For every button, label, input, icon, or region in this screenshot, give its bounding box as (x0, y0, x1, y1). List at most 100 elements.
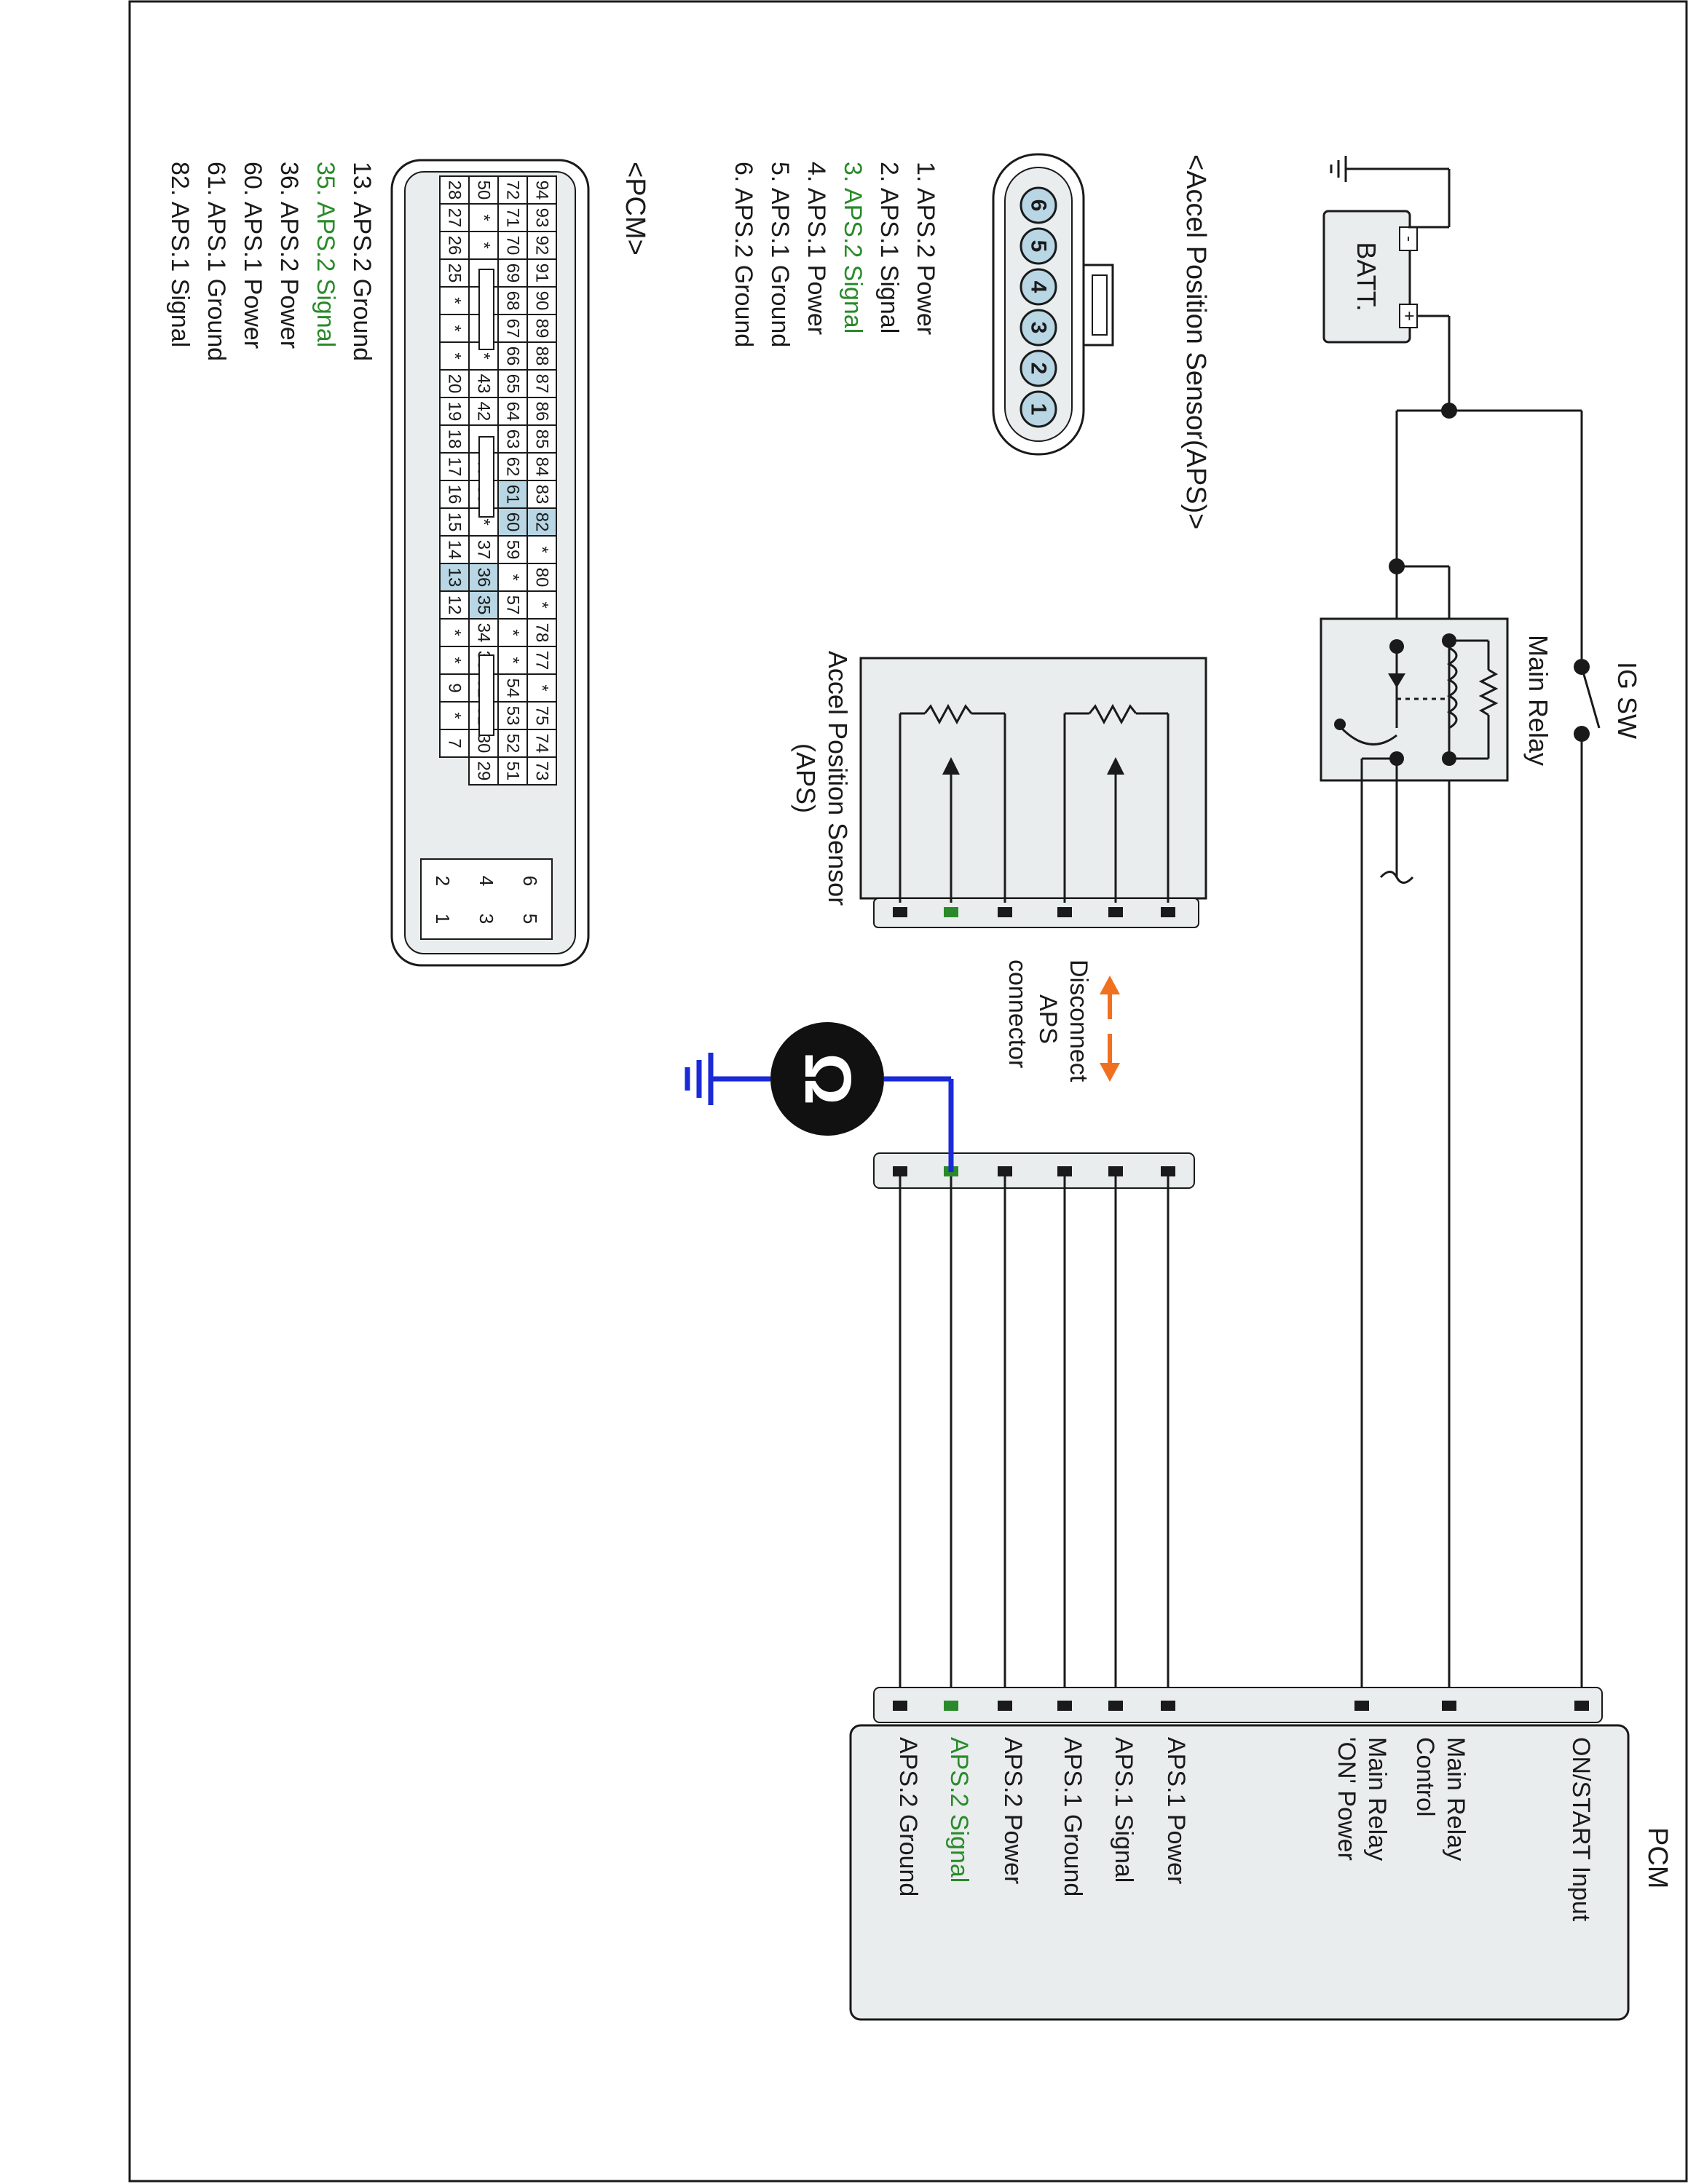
pcm-cavity (439, 507, 470, 537)
pcm-cavity-number: 75 (532, 706, 552, 726)
pcm-cavity-number: 66 (503, 347, 523, 366)
pcm-cavity-number: 29 (474, 761, 494, 781)
pcm-cavity-number: 36 (474, 568, 494, 587)
aps-cavity-number: 4 (1027, 281, 1051, 293)
pcm-cavity-number: 77 (532, 651, 552, 670)
pcm-cavity-number: 82 (532, 513, 552, 532)
pcm-cavity (497, 480, 528, 509)
pcm-cavity-number: * (445, 657, 465, 663)
pcm-cavity-number: 94 (532, 181, 552, 200)
pcm-cavity (526, 563, 557, 592)
aps-cavity-number: 3 (1027, 322, 1051, 334)
pcm-cavity-number: 88 (532, 347, 552, 366)
pcm-cavity-number: 26 (445, 236, 465, 256)
pcm-cavity-number: 71 (503, 208, 523, 228)
pcm-key-slot (478, 654, 494, 736)
disconnect-line1: Disconnect (1065, 960, 1092, 1083)
pcm-small-cavity-number: 3 (476, 914, 497, 924)
pcm-cavity-number: * (474, 352, 494, 359)
pcm-small-cavity-number: 5 (519, 914, 541, 924)
pcm-cavity-number: 27 (445, 208, 465, 228)
pcm-cavity (497, 590, 528, 620)
pcm-pin-label: APS.2 Ground (894, 1737, 922, 1896)
pcm-cavity (497, 563, 528, 592)
pcm-cavity (439, 563, 470, 592)
pcm-connector-view: <PCM> 94939291908988878685848382*80*7877… (166, 159, 650, 967)
pcm-pin-label: Main Relay (1363, 1737, 1391, 1861)
aps-cavity (1019, 390, 1057, 428)
pcm-pin-label: Main Relay (1442, 1737, 1470, 1861)
pcm-cavity-number: 13 (445, 568, 465, 587)
pcm-cavity-number: 25 (445, 264, 465, 283)
pcm-small-cavity-number: 4 (476, 876, 497, 886)
power-bus (1395, 314, 1583, 1696)
pcm-cavity-number: 43 (474, 374, 494, 394)
pcm-cavity-number: 59 (503, 540, 523, 560)
pcm-cavity (439, 397, 470, 426)
aps-cavity (1019, 349, 1057, 387)
aps-connector-title: <Accel Position Sensor(APS)> (1180, 154, 1211, 529)
bus-junction (1441, 403, 1457, 419)
pcm-cavity-number: 91 (532, 264, 552, 283)
pcm-cavity-number: 73 (532, 761, 552, 781)
pcm-cavity-number: 89 (532, 319, 552, 339)
pcm-small-cavity-number: 2 (432, 876, 454, 886)
pcm-cavity (468, 756, 499, 786)
pcm-cavity-number: 72 (503, 181, 523, 200)
aps-cavity-number: 1 (1027, 403, 1051, 416)
pcm-cavity-number: 65 (503, 374, 523, 394)
pcm-cavity-number: * (503, 629, 523, 636)
pcm-cavity-number: 64 (503, 402, 523, 422)
pcm-connector-title: <PCM> (620, 162, 650, 256)
aps-sensor: Accel Position Sensor (APS) (791, 651, 1207, 928)
pcm-cavity-number: 61 (503, 485, 523, 505)
ig-switch[interactable]: IG SW (1574, 659, 1642, 742)
main-relay-label: Main Relay (1523, 635, 1553, 766)
pcm-cavity-number: 30 (474, 734, 494, 753)
pcm-cavity (468, 535, 499, 564)
pcm-cavity-number: 92 (532, 236, 552, 256)
pcm-cavity-number: 18 (445, 430, 465, 449)
pcm-small-cavity-number: 6 (519, 876, 541, 886)
aps-cavity-number: 2 (1027, 363, 1051, 375)
pcm-cavity (526, 397, 557, 426)
pcm-cavity-number: 14 (445, 540, 465, 560)
battery-negative-icon: - (1400, 236, 1419, 242)
pcm-cavity (526, 203, 557, 232)
pcm-cavity-number: 86 (532, 402, 552, 422)
pcm-cavity-number: * (445, 352, 465, 359)
pcm-cavity-number: 67 (503, 319, 523, 339)
pcm-cavity-number: * (503, 657, 523, 663)
pcm-cavity (526, 507, 557, 537)
pcm-pin-label-highlight: APS.2 Signal (945, 1737, 973, 1883)
pcm-cavity-number: 53 (503, 706, 523, 726)
pcm-cavity-number: 15 (445, 513, 465, 532)
aps-cavity-number: 6 (1027, 199, 1051, 212)
bus-junction (1389, 558, 1405, 574)
pcm-cavity (439, 203, 470, 232)
pcm-pin-list-label: 60. APS.1 Power (239, 162, 267, 349)
pcm-title: PCM (1642, 1827, 1673, 1888)
pcm-cavity (497, 618, 528, 647)
aps-cavity (1019, 186, 1057, 224)
battery-ground-icon (1330, 156, 1451, 229)
battery-positive-icon: + (1400, 311, 1419, 321)
pcm-pin-list-label-highlight: 35. APS.2 Signal (312, 162, 339, 347)
pcm-cavity-number: 85 (532, 430, 552, 449)
pcm-cavity-number: 54 (503, 678, 523, 698)
pcm-cavity (526, 646, 557, 675)
pcm-cavity-number: 78 (532, 623, 552, 643)
aps-cavity-number: 5 (1027, 240, 1051, 253)
aps-cavity (1019, 268, 1057, 306)
aps-sensor-sublabel: (APS) (791, 743, 821, 813)
pcm-pin-list-label: 13. APS.2 Ground (348, 162, 376, 361)
aps-cavity (1019, 227, 1057, 265)
pcm-cavity-number: * (532, 601, 552, 608)
pcm-cavity (439, 729, 470, 758)
pcm-pin-label: 'ON' Power (1333, 1737, 1360, 1861)
pcm-cavity-number: 69 (503, 264, 523, 283)
harness-wires (899, 1176, 1170, 1696)
disconnect-line2: APS (1034, 994, 1062, 1044)
